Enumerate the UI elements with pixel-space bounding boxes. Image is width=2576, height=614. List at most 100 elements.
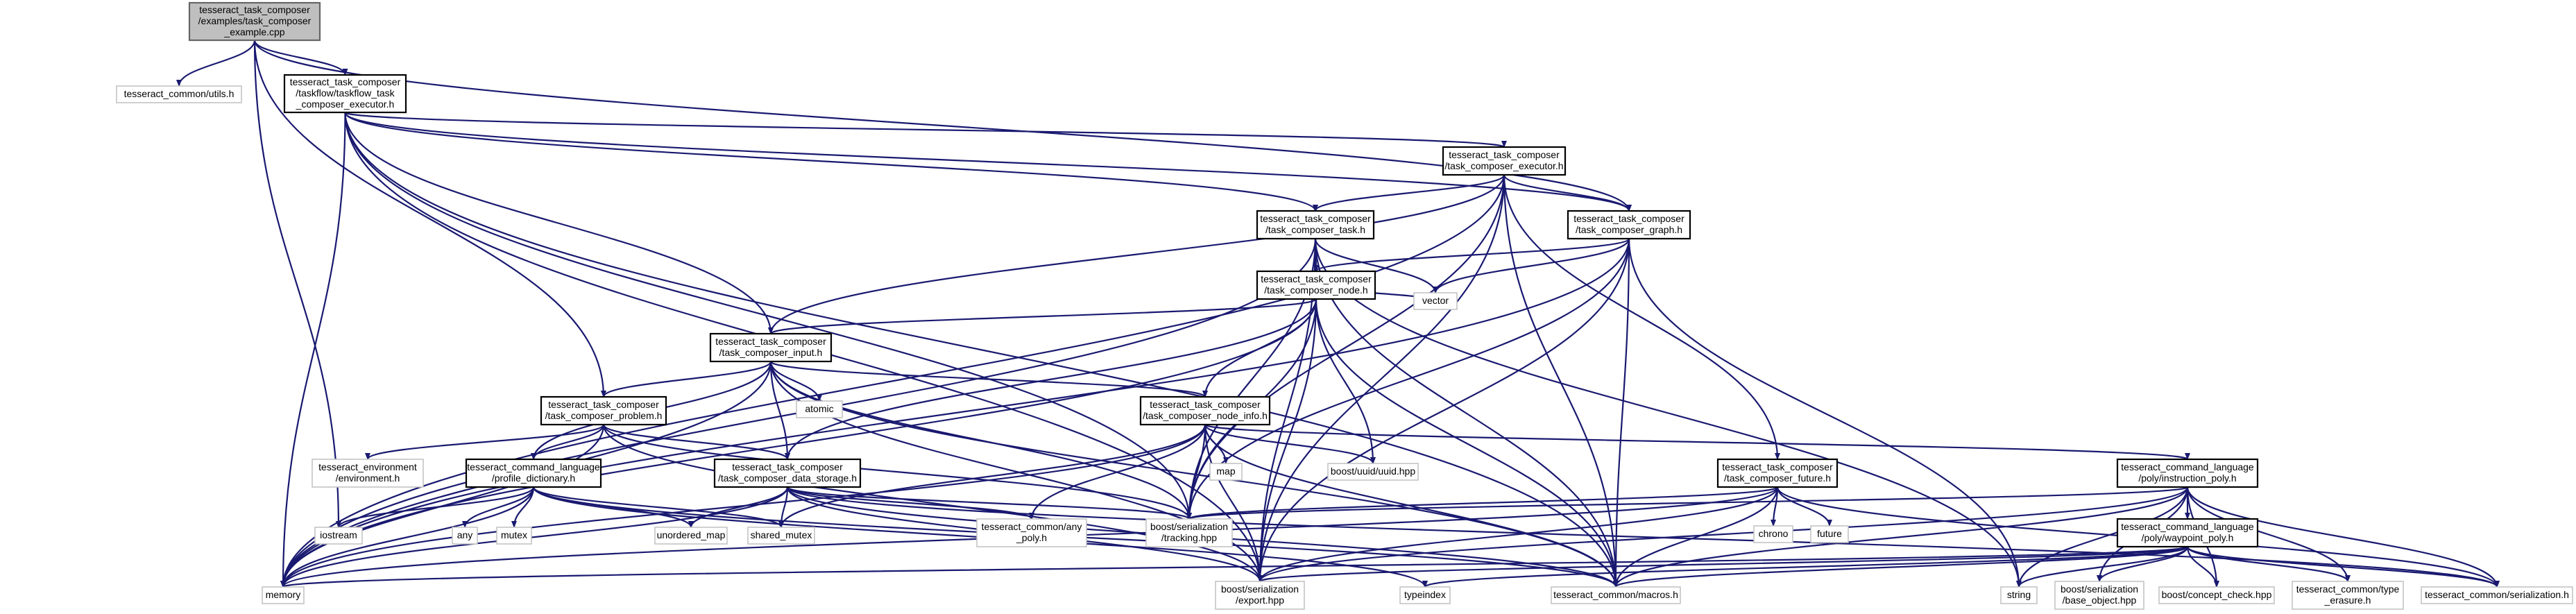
edge-data-storage-to-serialization <box>786 486 2500 588</box>
node-box <box>2054 581 2144 610</box>
node-label-line: tesseract_task_composer <box>1150 399 1261 410</box>
edge-instruction-poly-to-serialization <box>2186 486 2500 588</box>
node-box <box>1215 581 1305 610</box>
node-label-line: atomic <box>805 403 833 414</box>
node-executor[interactable]: tesseract_task_composer/task_composer_ex… <box>1442 146 1567 176</box>
edge-node-to-export <box>1257 298 1317 582</box>
node-environment: tesseract_environment/environment.h <box>312 459 424 488</box>
node-box <box>465 458 602 488</box>
node-box <box>2116 458 2259 488</box>
node-box <box>2292 581 2404 610</box>
node-node-info[interactable]: tesseract_task_composer/task_composer_no… <box>1139 395 1271 426</box>
node-label-line: _poly.h <box>1016 532 1047 543</box>
node-root[interactable]: tesseract_task_composer/examples/task_co… <box>188 1 321 42</box>
node-box <box>2421 586 2573 604</box>
node-label-line: string <box>2007 589 2031 600</box>
node-label-line: tesseract_task_composer <box>1449 149 1560 160</box>
node-input[interactable]: tesseract_task_composer/task_composer_in… <box>709 332 833 363</box>
edge-waypoint-poly-to-concept-check <box>2186 546 2219 588</box>
edge-node-to-uuid <box>1315 298 1376 464</box>
node-box <box>1256 210 1375 240</box>
node-any: any <box>452 527 478 545</box>
node-label-line: tesseract_common/type <box>2296 583 2400 595</box>
node-label-line: /task_composer_executor.h <box>1444 160 1563 171</box>
edge-root-to-utils <box>176 40 256 87</box>
node-label-line: boost/serialization <box>1221 583 1299 595</box>
node-any-poly: tesseract_common/any_poly.h <box>976 518 1087 547</box>
edge-data-storage-to-shared-mutex <box>778 486 789 528</box>
node-box <box>1413 292 1458 310</box>
node-problem[interactable]: tesseract_task_composer/task_composer_pr… <box>540 395 667 426</box>
edge-graph-to-memory <box>280 238 1630 588</box>
node-box <box>188 1 321 42</box>
node-mutex: mutex <box>496 527 532 545</box>
node-box <box>314 527 363 545</box>
edge-waypoint-poly-to-serialization <box>2186 546 2500 588</box>
node-label-line: iostream <box>320 529 357 540</box>
node-label-line: /export.hpp <box>1236 595 1284 606</box>
node-box <box>1139 395 1271 426</box>
edge-taskflow-exec-to-macros <box>344 112 1619 588</box>
node-profile-dict[interactable]: tesseract_command_language/profile_dicti… <box>465 458 602 488</box>
edge-data-storage-to-tracking <box>786 486 1192 520</box>
node-box <box>452 527 478 545</box>
node-box <box>1399 586 1451 604</box>
edge-future-to-tracking <box>1186 486 1779 520</box>
edge-taskflow-exec-to-memory <box>280 112 346 588</box>
node-label-line: tesseract_command_language <box>2121 461 2254 472</box>
node-box <box>976 518 1087 547</box>
node-label-line: tesseract_task_composer <box>548 399 659 410</box>
edge-executor-to-macros <box>1503 174 1619 588</box>
node-waypoint-poly[interactable]: tesseract_command_language/poly/waypoint… <box>2116 518 2259 548</box>
node-box <box>1716 458 1839 488</box>
edge-instruction-poly-to-export <box>1257 486 2189 582</box>
node-label-line: /task_composer_graph.h <box>1576 224 1682 235</box>
node-box <box>283 74 407 114</box>
node-label-line: tesseract_task_composer <box>290 76 401 87</box>
edge-taskflow-exec-to-input <box>344 112 774 334</box>
node-future[interactable]: tesseract_task_composer/task_composer_fu… <box>1716 458 1839 488</box>
node-label-line: tesseract_task_composer <box>1573 213 1684 224</box>
node-label-line: /base_object.hpp <box>2063 595 2137 606</box>
edge-executor-to-memory <box>280 174 1505 588</box>
node-box <box>1810 525 1849 543</box>
edge-waypoint-poly-to-string <box>2016 546 2189 588</box>
node-data-storage[interactable]: tesseract_task_composer/task_composer_da… <box>713 458 862 488</box>
node-label-line: unordered_map <box>657 529 726 540</box>
node-label-line: tesseract_task_composer <box>1260 213 1371 224</box>
edge-problem-to-tracking <box>602 424 1192 520</box>
node-label-line: mutex <box>501 529 527 540</box>
node-box <box>496 527 532 545</box>
node-instruction-poly[interactable]: tesseract_command_language/poly/instruct… <box>2116 458 2259 488</box>
edge-waypoint-poly-to-memory <box>280 545 2189 588</box>
node-label-line: any <box>457 529 473 540</box>
edge-instruction-poly-to-string <box>2016 486 2189 588</box>
edge-taskflow-exec-to-tracking <box>344 112 1192 520</box>
edge-node-info-to-instruction-poly <box>1204 423 2190 461</box>
node-label-line: _erasure.h <box>2324 595 2371 606</box>
node-task[interactable]: tesseract_task_composer/task_composer_ta… <box>1256 210 1375 240</box>
edge-input-to-data-storage <box>769 361 790 460</box>
node-label-line: _composer_executor.h <box>296 99 395 110</box>
node-box <box>1567 210 1691 240</box>
node-label-line: tesseract_common/utils.h <box>124 88 234 99</box>
node-label-line: boost/serialization <box>1150 521 1228 532</box>
edge-graph-to-vector <box>1433 238 1630 293</box>
node-box <box>540 395 667 426</box>
edge-waypoint-poly-to-export <box>1257 545 2189 583</box>
edge-taskflow-exec-to-task <box>344 112 1318 212</box>
node-string: string <box>2000 586 2038 604</box>
edge-future-to-export <box>1257 486 1779 582</box>
edge-problem-to-profile-dict <box>531 424 605 460</box>
node-box <box>1442 146 1567 176</box>
edge-node-info-to-shared-mutex <box>778 424 1206 528</box>
graph-edges <box>176 40 2500 588</box>
node-label-line: tesseract_task_composer <box>199 4 310 15</box>
node-label-line: /task_composer_node_info.h <box>1143 410 1268 421</box>
edge-input-to-atomic <box>769 361 822 402</box>
node-graph[interactable]: tesseract_task_composer/task_composer_gr… <box>1567 210 1691 240</box>
node-label-line: /poly/waypoint_poly.h <box>2142 532 2234 543</box>
node-taskflow-exec[interactable]: tesseract_task_composer/taskflow/taskflo… <box>283 74 407 114</box>
node-node[interactable]: tesseract_task_composer/task_composer_no… <box>1256 270 1376 300</box>
node-unordered-map: unordered_map <box>654 527 728 545</box>
